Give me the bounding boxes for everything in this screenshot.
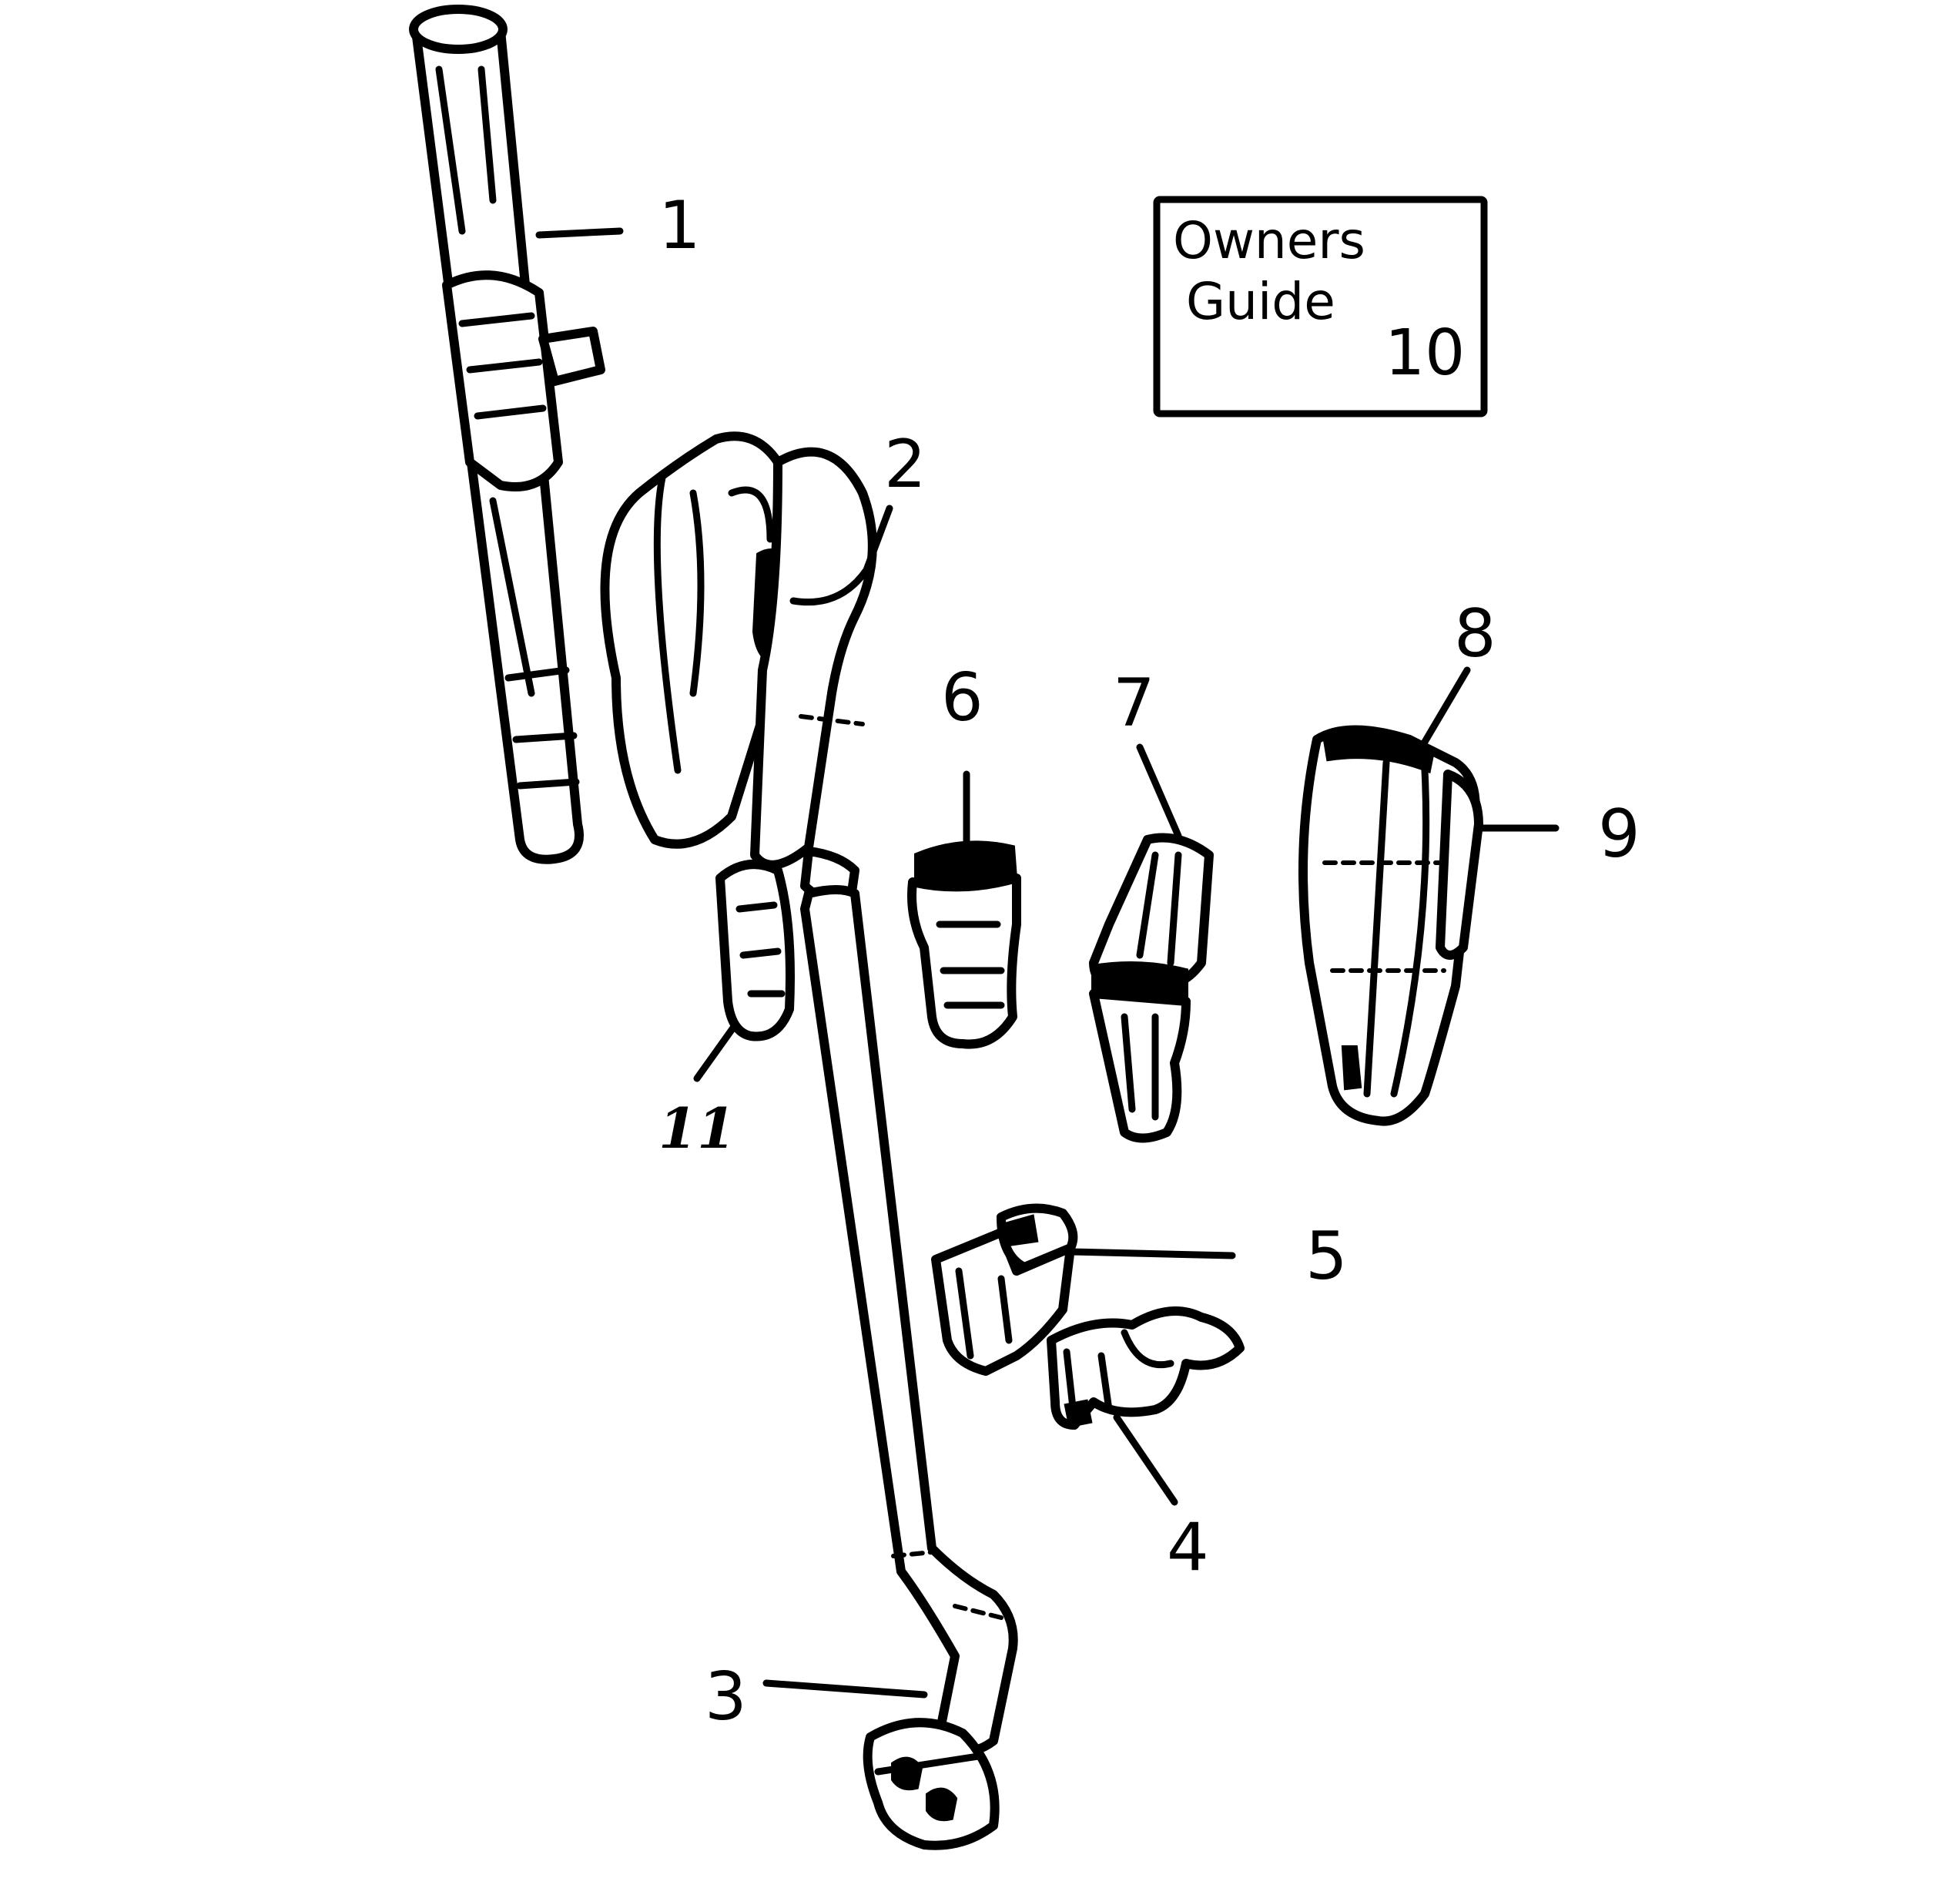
callout-2: 2	[884, 426, 926, 503]
callout-9: 9	[1598, 796, 1640, 873]
owners-guide-number: 10	[1385, 317, 1465, 390]
owners-guide-line1: Owners	[1173, 211, 1365, 270]
leader-5	[1067, 1248, 1236, 1259]
leader-4	[1113, 1414, 1178, 1506]
leader-7	[1136, 743, 1182, 840]
callout-5: 5	[1305, 1218, 1348, 1295]
callout-6: 6	[941, 659, 983, 736]
leader-3	[762, 1679, 928, 1699]
part-2-handle	[600, 431, 877, 904]
part-6-tool	[907, 840, 1021, 1049]
part-11-swivel	[715, 860, 795, 1041]
leader-8	[1413, 666, 1471, 759]
leader-11	[693, 1021, 739, 1082]
part-3-lower-wand	[800, 885, 1018, 1850]
callout-1: 1	[658, 187, 701, 264]
callout-8: 8	[1454, 595, 1496, 672]
owners-guide-frame	[1153, 196, 1488, 418]
owners-guide-line2: Guide	[1186, 272, 1335, 331]
owners-guide-box: Owners Guide 10	[1153, 196, 1488, 418]
part-8-9-brush	[1298, 725, 1483, 1126]
leader-lines	[535, 227, 1560, 1699]
callout-11: 11	[658, 1095, 735, 1161]
callout-4: 4	[1167, 1509, 1209, 1586]
part-5-clip	[931, 1203, 1078, 1376]
part-1-wand-tube	[409, 5, 605, 864]
part-4-clip	[1047, 1306, 1245, 1430]
callout-7: 7	[1113, 665, 1155, 742]
leader-1	[535, 227, 624, 239]
part-7-tool	[1089, 833, 1214, 1143]
callout-3: 3	[705, 1658, 747, 1735]
callout-labels: 1 2 3 4 5 6 7 8 9 11	[658, 187, 1640, 1735]
leader-2	[789, 505, 893, 606]
